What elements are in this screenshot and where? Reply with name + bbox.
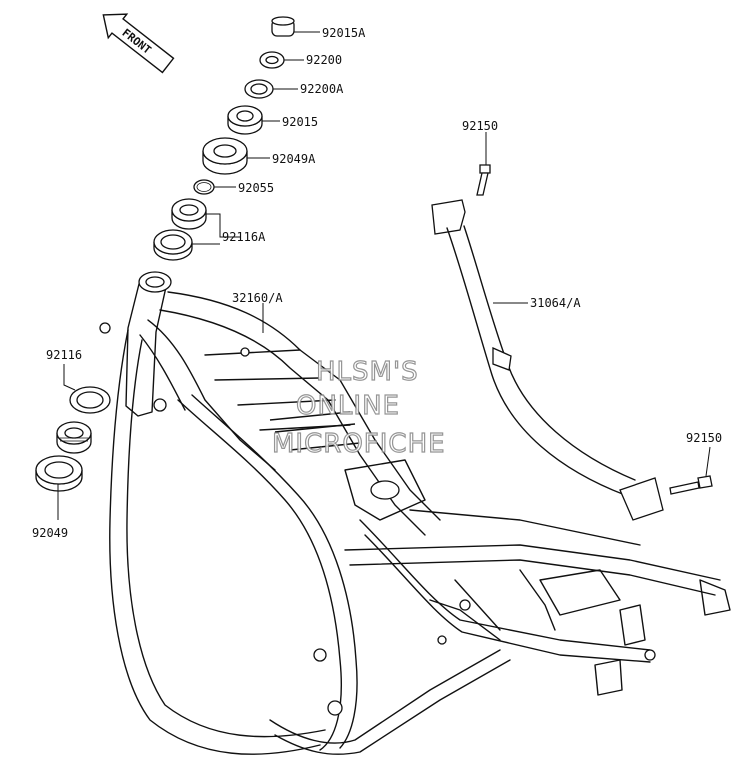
callout-92150-right: 92150 (686, 431, 722, 445)
watermark-line1: HLSM'S (316, 357, 419, 387)
watermark-line3: MICROFICHE (272, 429, 446, 459)
watermark-line2: ONLINE (296, 391, 400, 421)
rear-frame-31064A (431, 199, 664, 521)
seal-92049A (202, 137, 248, 175)
callout-92049A: 92049A (272, 152, 316, 166)
bearing-92116-lower (56, 421, 92, 454)
callout-92200A: 92200A (300, 82, 344, 96)
race-92116-upper (69, 386, 111, 414)
washer-92200 (259, 51, 285, 69)
callout-32160A: 32160/A (232, 291, 283, 305)
callout-92015A: 92015A (322, 26, 366, 40)
bolt-92150-right (669, 475, 713, 495)
lock-washer-92200A (244, 79, 274, 99)
front-arrow: FRONT (102, 13, 175, 74)
stem-nut-92015 (227, 105, 263, 135)
stem-nut-92015A (271, 16, 295, 37)
o-ring-92055 (193, 179, 215, 195)
callout-92116: 92116 (46, 348, 82, 362)
seal-92049 (35, 455, 83, 492)
race-92116A-lower (153, 229, 193, 261)
callout-92055: 92055 (238, 181, 274, 195)
main-frame-32160A (99, 271, 731, 755)
callout-92116A: 92116A (222, 230, 266, 244)
leader-lines (57, 31, 711, 520)
callout-92015: 92015 (282, 115, 318, 129)
watermark: HLSM'S ONLINE MICROFICHE (271, 356, 446, 459)
callout-92200: 92200 (306, 53, 342, 67)
bolt-92150-top (476, 164, 491, 196)
callout-92049: 92049 (32, 526, 68, 540)
bearing-92116A-upper (171, 198, 207, 230)
callout-92150-top: 92150 (462, 119, 498, 133)
callout-31064A: 31064/A (530, 296, 581, 310)
